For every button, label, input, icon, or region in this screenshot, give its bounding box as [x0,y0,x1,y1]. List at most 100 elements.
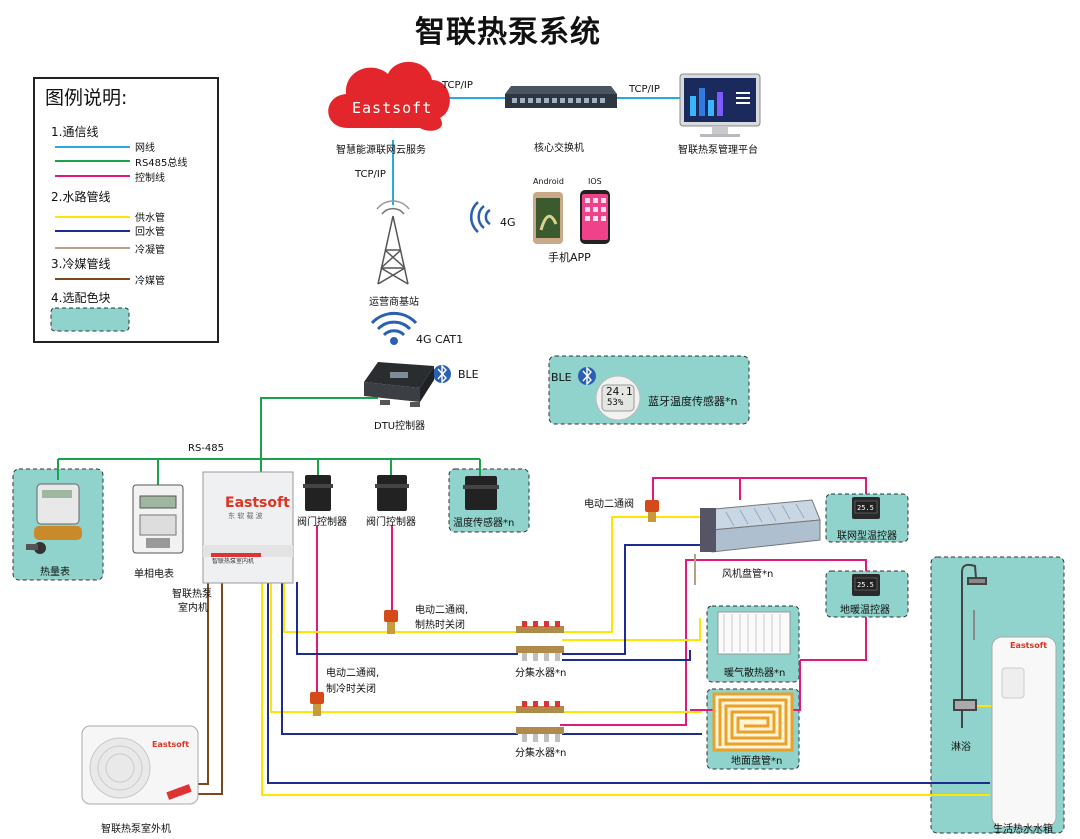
rs485-label: RS-485 [188,443,224,454]
ble-sensor-block [548,355,750,425]
platform-label: 智联热泵管理平台 [678,145,758,156]
floor-coil-label: 地面盘管*n [731,756,783,767]
legend-box: 图例说明: 1.通信线 网线 RS485总线 控制线 2.水路管线 供水管 回水… [33,77,219,343]
dtu-4g-label: 4G CAT1 [416,333,464,346]
android-phone-icon [533,192,563,244]
legend-section-water: 2.水路管线 [51,190,111,204]
legend-supply: 供水管 [135,213,165,224]
power-meter-icon [132,484,184,554]
floor-thermostat-reading: 25.5 [857,581,874,589]
tcpip-label-1: TCP/IP [442,80,473,91]
legend-network-cable: 网线 [135,143,155,154]
app-label: 手机APP [548,251,591,264]
tcpip-label-2: TCP/IP [629,84,660,95]
heat-meter-label: 热量表 [40,567,70,578]
indoor-sub: 东 软 载 波 [228,512,263,520]
dtu-device-icon [364,362,434,407]
floor-coil-icon [712,692,794,752]
return-2 [281,582,518,735]
manifold-2-icon [516,701,564,742]
ios-label: IOS [588,177,602,186]
valve-controller-2-icon [375,475,409,511]
indoor-tag: 智联热泵室内机 [212,558,255,565]
temp-sensor-icon [463,476,499,510]
valve-ctrl-1-label: 阀门控制器 [297,517,347,528]
net-thermostat-icon [852,497,880,519]
ble-sensor-hum: 53% [607,398,624,408]
floor-control-line [560,559,867,726]
motor-valve-heat-icon [384,610,398,634]
ble-sensor-temp: 24.1 [606,385,633,398]
return-dhw [267,582,990,784]
manifold-1-label: 分集水器*n [515,668,567,679]
temp-sensor-label: 温度传感器*n [453,518,515,529]
tower-label: 运营商基站 [369,297,419,308]
indoor-unit-icon [202,471,294,584]
monitor-icon [679,73,761,137]
floor-thermostat-label: 地暖温控器 [840,605,890,616]
wifi-icon [370,311,418,345]
net-thermostat-label: 联网型温控器 [837,531,897,542]
legend-section-refrigerant: 3.冷媒管线 [51,257,111,271]
floor-thermostat-icon [852,574,880,596]
legend-rs485: RS485总线 [135,158,188,169]
tower-icon [376,200,410,285]
return-1 [296,582,518,655]
manifold-2-label: 分集水器*n [515,748,567,759]
motor-valve-cool-icon [310,692,324,716]
bluetooth-icon [433,364,451,384]
android-label: Android [533,177,564,186]
valve-ctrl-2-label: 阀门控制器 [366,517,416,528]
legend-heading: 图例说明: [45,87,128,109]
manifold-1-icon [516,621,564,661]
dtu-ble-label: BLE [458,368,479,381]
tank-brand: Eastsoft [1010,641,1048,650]
ble-temp-sensor-icon [595,375,641,421]
radiator-icon [717,611,791,655]
tcpip-label-3: TCP/IP [355,169,386,180]
legend-section-optional: 4.选配色块 [51,291,111,305]
switch-icon [505,86,617,108]
switch-label: 核心交换机 [534,143,584,154]
valve-controller-1-icon [303,475,333,511]
net-thermostat-reading: 25.5 [857,504,874,512]
legend-swatches [50,146,130,332]
bluetooth-sensor-icon [578,366,596,386]
shower-label: 淋浴 [951,742,971,753]
supply-dhw [261,582,990,796]
valve-cool-label-2: 制冷时关闭 [326,684,376,695]
hot-water-tank-icon [991,636,1057,828]
tank-label: 生活热水水箱 [993,824,1053,835]
power-meter-label: 单相电表 [134,569,174,580]
app-4g-label: 4G [500,216,516,229]
legend-control-line: 控制线 [135,173,165,184]
dtu-rs485-line [260,397,378,459]
fan-coil-label: 风机盘管*n [722,569,774,580]
valve-heat-label-1: 电动二通阀, [415,605,469,616]
indoor-label-1: 智联热泵 [172,589,212,600]
fan-coil-icon [700,499,821,553]
ble-sensor-label: 蓝牙温度传感器*n [648,395,738,408]
shower-icon [953,563,987,728]
page-title: 智联热泵系统 [415,15,601,50]
radiator-label: 暖气散热器*n [724,668,786,679]
cloud-brand: Eastsoft [352,99,433,117]
cloud-icon [328,61,450,131]
outdoor-brand: Eastsoft [152,740,190,749]
outdoor-unit-icon [81,725,199,805]
indoor-brand: Eastsoft [225,495,290,511]
ios-phone-icon [580,190,610,244]
indoor-label-2: 室内机 [178,603,208,614]
motor-valve-top-icon [645,500,659,522]
valve-cool-label-1: 电动二通阀, [326,668,380,679]
supply-2 [270,582,518,713]
legend-return: 回水管 [135,227,165,238]
outdoor-label: 智联热泵室外机 [101,824,171,835]
valve-top-label: 电动二通阀 [584,499,634,510]
valve-heat-label-2: 制热时关闭 [415,620,465,631]
legend-section-comm: 1.通信线 [51,125,99,139]
legend-condensate: 冷凝管 [135,245,165,256]
4g-signal-icon [469,201,491,233]
fan-control-line [652,477,867,502]
